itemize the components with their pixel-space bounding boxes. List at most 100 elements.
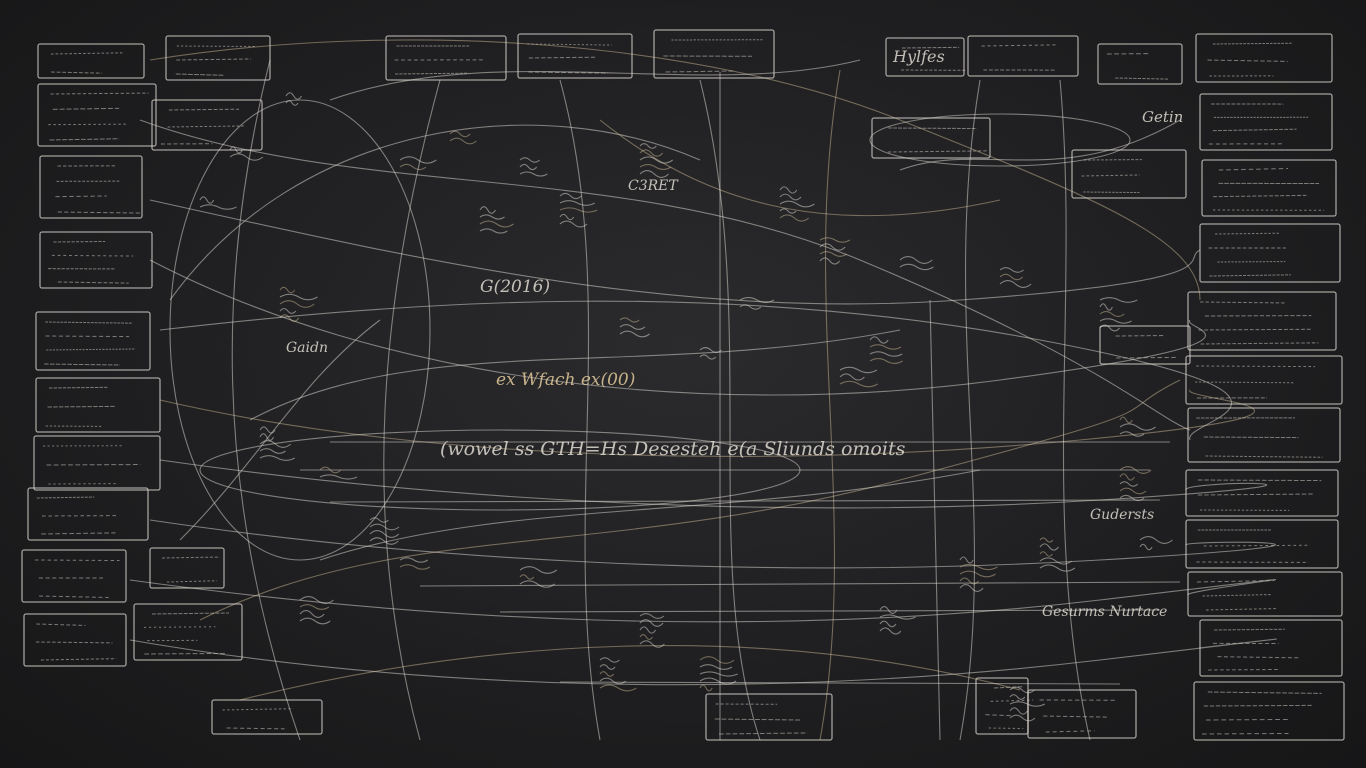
note-box xyxy=(33,435,161,491)
note-box xyxy=(37,83,157,147)
note-box xyxy=(1187,407,1341,463)
note-box xyxy=(21,549,127,603)
center-equation-a: G(2016) xyxy=(480,277,550,297)
scribble-mark xyxy=(869,336,903,364)
scribble-mark xyxy=(599,657,637,692)
scribble-mark xyxy=(399,156,437,171)
note-box xyxy=(385,35,507,81)
scribble-mark xyxy=(1039,537,1076,572)
connector-curve xyxy=(899,119,1181,171)
note-box xyxy=(1195,33,1333,83)
connector-curve xyxy=(231,59,301,741)
note-box xyxy=(165,35,271,81)
scribble-mark xyxy=(699,656,738,692)
top-center-label: Hylfes xyxy=(892,47,945,66)
connector-curve xyxy=(383,79,441,741)
scribble-text xyxy=(199,92,1173,722)
connector-curve xyxy=(329,59,861,101)
connector-rule xyxy=(419,581,1181,587)
connector-curve xyxy=(169,124,701,301)
scribble-mark xyxy=(399,557,431,570)
scribble-mark xyxy=(839,366,878,388)
connector-curve xyxy=(179,319,381,541)
scribble-mark xyxy=(899,256,934,271)
scribble-mark xyxy=(299,596,334,625)
scribble-mark xyxy=(879,606,916,635)
connector-curve xyxy=(129,578,1277,623)
scribble-mark xyxy=(819,237,851,265)
note-box xyxy=(1185,469,1339,517)
diagram-labels: Getin Hylfes G(2016) ex Wfach ex(00) (wo… xyxy=(286,47,1183,620)
connector-curve xyxy=(199,379,1181,621)
note-box xyxy=(1199,93,1333,151)
scribble-mark xyxy=(639,143,674,178)
note-box xyxy=(211,699,323,735)
scribble-mark xyxy=(199,196,237,210)
note-box xyxy=(39,155,143,219)
center-equation-b: ex Wfach ex(00) xyxy=(496,370,635,390)
connector-curve xyxy=(249,329,901,421)
note-box xyxy=(1201,159,1337,217)
lower-right-label: Gesurms Nurtace xyxy=(1042,604,1167,620)
lower-center-label: C3RET xyxy=(628,178,679,194)
scribble-mark xyxy=(449,130,477,145)
note-box xyxy=(1187,291,1337,351)
note-box xyxy=(871,117,991,159)
scribble-mark xyxy=(959,556,998,592)
scribble-mark xyxy=(619,317,650,338)
connector-curve xyxy=(149,519,1276,569)
connector-ellipse xyxy=(199,429,801,511)
note-box xyxy=(1187,571,1343,617)
scribble-mark xyxy=(285,92,302,106)
scribble-mark xyxy=(1139,536,1173,551)
note-box xyxy=(967,35,1079,77)
note-box xyxy=(35,377,161,433)
note-box xyxy=(133,603,243,661)
connector-rule xyxy=(499,609,1161,613)
connector-lines xyxy=(129,39,1277,741)
scribble-mark xyxy=(1099,297,1138,332)
scribble-mark xyxy=(319,466,358,480)
connector-curve xyxy=(129,638,1277,686)
scribble-mark xyxy=(1119,466,1152,502)
connector-rule xyxy=(329,499,1161,503)
connector-ellipse xyxy=(169,99,431,561)
note-box xyxy=(1099,325,1191,365)
scribble-mark xyxy=(1009,686,1046,722)
scribble-mark xyxy=(519,157,548,177)
scribble-mark xyxy=(559,192,598,228)
scribble-mark xyxy=(699,347,723,360)
connector-curve xyxy=(819,69,841,741)
connector-curve xyxy=(319,469,981,561)
connector-curve xyxy=(599,119,1001,217)
connector-curve xyxy=(239,645,1021,701)
connector-rule xyxy=(929,299,941,741)
connector-curve xyxy=(699,79,761,741)
connector-curve xyxy=(149,259,1207,396)
scribble-mark xyxy=(739,297,775,310)
note-box xyxy=(1199,223,1341,283)
note-box xyxy=(149,547,225,589)
note-box xyxy=(35,311,151,371)
scribble-mark xyxy=(279,286,318,322)
connector-curve xyxy=(159,300,1232,441)
connector-curve xyxy=(959,79,981,741)
note-box xyxy=(1199,619,1343,677)
note-box xyxy=(27,487,149,541)
note-box xyxy=(39,231,153,289)
note-box xyxy=(1027,689,1137,739)
top-right-caption: Getin xyxy=(1142,108,1183,126)
connector-curve xyxy=(1059,79,1091,741)
note-box xyxy=(1097,43,1183,85)
note-box xyxy=(653,29,775,79)
left-mid-label: Gaidn xyxy=(286,340,328,356)
connector-curve xyxy=(139,119,1191,431)
scribble-mark xyxy=(229,146,264,161)
scribble-mark xyxy=(259,426,295,461)
scribble-mark xyxy=(779,186,815,222)
note-box xyxy=(885,37,967,77)
note-box xyxy=(23,613,127,667)
right-mid-label: Gudersts xyxy=(1090,507,1154,523)
scribble-mark xyxy=(519,566,558,588)
